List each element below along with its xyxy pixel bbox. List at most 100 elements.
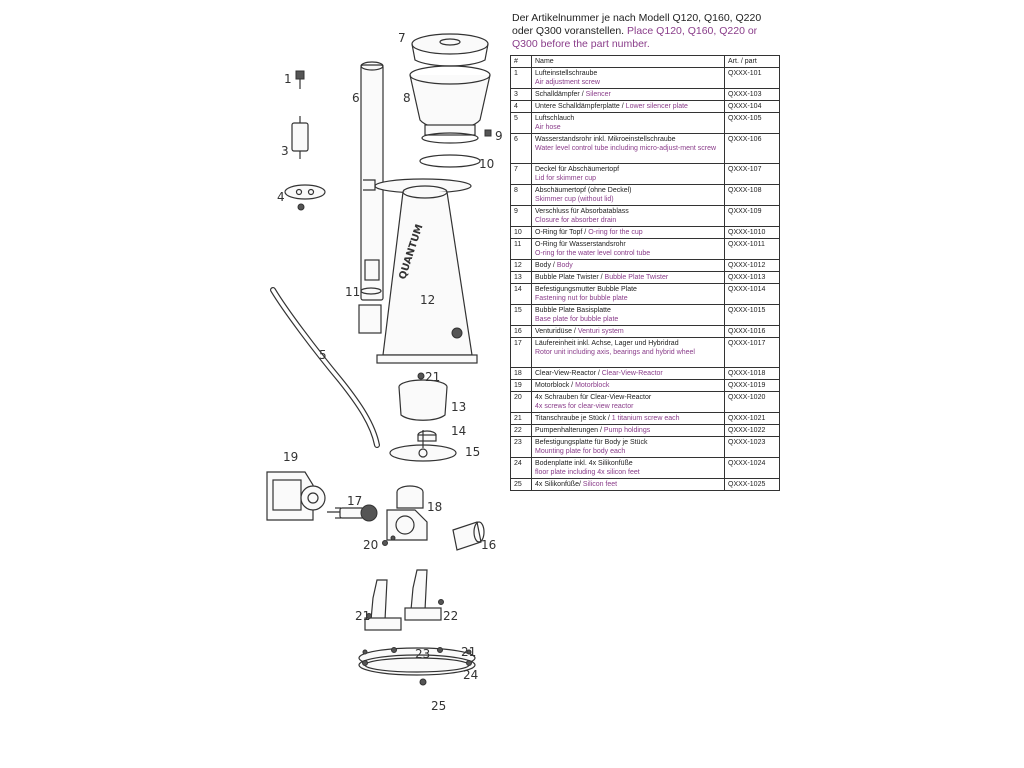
article-number-cell: QXXX-109	[724, 205, 780, 227]
part-number-cell: 17	[510, 337, 532, 368]
callout-9: 9	[495, 129, 503, 143]
article-number-cell: QXXX-1014	[724, 283, 780, 305]
header-name: Name	[531, 55, 725, 68]
article-number-cell: QXXX-1011	[724, 238, 780, 260]
part-name-en: Clear-View-Reactor	[601, 370, 663, 377]
article-number-cell: QXXX-105	[724, 112, 780, 134]
part-name-de: Body	[535, 262, 551, 269]
article-number-cell: QXXX-1025	[724, 478, 780, 491]
callout-3: 3	[281, 144, 289, 158]
part-number-cell: 15	[510, 304, 532, 326]
part-name-separator: /	[598, 274, 605, 281]
part-number-cell: 18	[510, 367, 532, 380]
part-name-en: Fastening nut for bubble plate	[535, 295, 628, 302]
part-name-cell: Venturidüse / Venturi system	[531, 325, 725, 338]
part-name-cell: Bubble Plate Twister / Bubble Plate Twis…	[531, 271, 725, 284]
part-number-cell: 9	[510, 205, 532, 227]
callout-21-mid: 21	[355, 609, 370, 623]
part-name-de: 4x Silikonfüße	[535, 481, 579, 488]
part-name-cell: Schalldämpfer / Silencer	[531, 88, 725, 101]
article-number-cell: QXXX-107	[724, 163, 780, 185]
part-name-de: Lufteinstellschraube	[535, 70, 598, 77]
part-name-de: Titanschraube je Stück	[535, 415, 606, 422]
callout-19: 19	[283, 450, 298, 464]
part-18-clear-view-reactor	[386, 485, 428, 541]
callout-10: 10	[479, 157, 494, 171]
callout-24: 24	[463, 668, 478, 682]
callout-8: 8	[403, 91, 411, 105]
part-name-separator: /	[579, 91, 586, 98]
callout-22: 22	[443, 609, 458, 623]
article-number-cell: QXXX-1024	[724, 457, 780, 479]
article-number-cell: QXXX-1021	[724, 412, 780, 425]
part-number-cell: 13	[510, 271, 532, 284]
callout-14: 14	[451, 424, 466, 438]
part-name-de: Motorblock	[535, 382, 570, 389]
callout-15: 15	[465, 445, 480, 459]
part-name-en: Lower silencer plate	[625, 103, 688, 110]
part-name-en: O-ring for the cup	[588, 229, 643, 236]
article-number-cell: QXXX-1018	[724, 367, 780, 380]
part-name-en: Venturi system	[577, 328, 624, 335]
article-number-cell: QXXX-106	[724, 133, 780, 164]
part-name-de: Wasserstandsrohr inkl. Mikroeinstellschr…	[535, 136, 676, 143]
callout-13: 13	[451, 400, 466, 414]
part-17-rotor	[327, 504, 378, 522]
part-number-cell: 5	[510, 112, 532, 134]
part-name-separator: /	[578, 481, 583, 488]
part-name-de: Läufereinheit inkl. Achse, Lager und Hyb…	[535, 340, 679, 347]
part-1-screw	[295, 70, 305, 89]
article-number-cell: QXXX-1020	[724, 391, 780, 413]
part-6-water-level-tube	[360, 61, 384, 301]
part-24-floor-plate	[358, 647, 476, 686]
part-name-cell: Abschäumertopf (ohne Deckel)Skimmer cup …	[531, 184, 725, 206]
part-name-separator: /	[595, 370, 602, 377]
part-name-en: O-ring for the water level control tube	[535, 250, 651, 257]
part-21-screw-top	[417, 372, 425, 380]
part-name-cell: Untere Schalldämpferplatte / Lower silen…	[531, 100, 725, 113]
part-3-silencer	[291, 116, 309, 159]
callout-25: 25	[431, 699, 446, 713]
part-name-en: Base plate for bubble plate	[535, 316, 619, 323]
part-number-cell: 23	[510, 436, 532, 458]
part-name-en: Rotor unit including axis, bearings and …	[535, 349, 695, 356]
part-name-cell: O-Ring für Topf / O-ring for the cup	[531, 226, 725, 239]
part-name-de: Befestigungsmutter Bubble Plate	[535, 286, 637, 293]
part-12-body: QUANTUM	[358, 178, 478, 364]
parts-table-header: # Name Art. / part	[510, 55, 780, 68]
part-8-skimmer-cup	[409, 65, 492, 144]
exploded-parts-drawing: QUANTUM	[266, 31, 503, 713]
article-number-cell: QXXX-1016	[724, 325, 780, 338]
part-name-en: Skimmer cup (without lid)	[535, 196, 614, 203]
part-number-cell: 25	[510, 478, 532, 491]
callout-5: 5	[319, 348, 327, 362]
model-prefix-note: Der Artikelnummer je nach Modell Q120, Q…	[512, 12, 772, 51]
part-name-de: Venturidüse	[535, 328, 572, 335]
part-7-lid	[411, 33, 489, 67]
callout-7: 7	[398, 31, 406, 45]
part-11-o-ring	[360, 287, 382, 295]
part-name-de: 4x Schrauben für Clear-View-Reactor	[535, 394, 652, 401]
callout-11: 11	[345, 285, 360, 299]
part-name-separator: /	[619, 103, 626, 110]
part-19-motorblock	[266, 471, 326, 521]
article-number-cell: QXXX-1012	[724, 259, 780, 272]
part-name-separator: /	[582, 229, 589, 236]
